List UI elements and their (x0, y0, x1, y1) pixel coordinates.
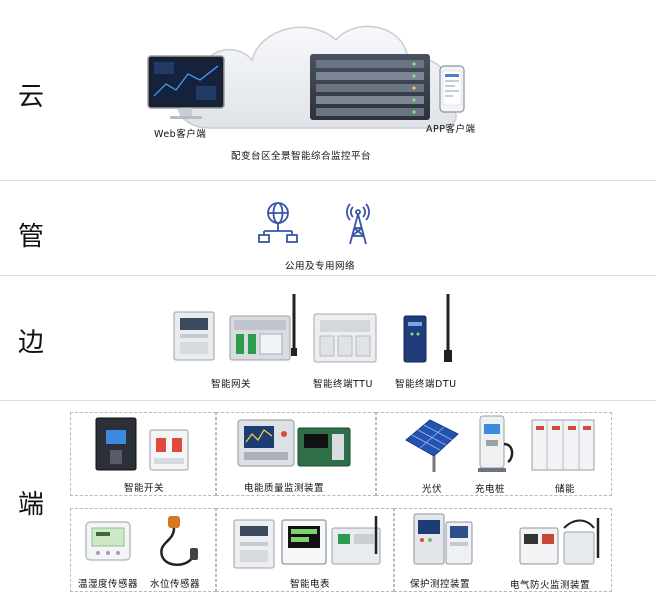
box-protection (394, 508, 612, 592)
temp-humidity-sensor-icon (84, 516, 134, 566)
tier-label-pipe: 管 (18, 222, 45, 252)
platform-label: 配变台区全景智能综合监控平台 (231, 151, 372, 162)
tier-label-cloud: 云 (18, 82, 45, 112)
app-client-label: APP客户端 (426, 124, 476, 135)
water-level-sensor-icon (148, 512, 208, 572)
box-sensors (70, 508, 216, 592)
smart-meter-icon (230, 514, 386, 572)
switch-device-icon (94, 416, 194, 472)
box-power-quality (216, 412, 376, 496)
pv-panel-icon (400, 414, 462, 474)
cloud-illustration (140, 10, 490, 140)
fire-monitor-device-icon (514, 514, 604, 568)
water-level-label: 水位传感器 (150, 579, 201, 590)
server-rack-icon (310, 54, 430, 120)
tier-label-end: 端 (18, 490, 45, 520)
separator-cloud-pipe (0, 180, 656, 181)
antenna-tower-icon (338, 198, 378, 246)
charger-device-icon (474, 414, 520, 474)
power-quality-label: 电能质量监测装置 (244, 483, 325, 494)
box-new-energy (376, 412, 612, 496)
pv-label: 光伏 (422, 484, 443, 495)
ttu-device-icon (312, 312, 378, 364)
separator-pipe-edge (0, 275, 656, 276)
network-label: 公用及专用网络 (285, 261, 356, 272)
box-meter (216, 508, 394, 592)
monitor-icon (147, 55, 225, 119)
phone-icon (439, 65, 465, 113)
dtu-device-icon (396, 290, 466, 366)
gateway-box-icon (229, 294, 297, 361)
meter-device-icon (173, 311, 215, 361)
separator-edge-end (0, 400, 656, 401)
switch-label: 智能开关 (124, 483, 165, 494)
temp-humidity-label: 温湿度传感器 (78, 579, 139, 590)
power-quality-device-icon (234, 418, 356, 470)
protection-device-icon (410, 512, 474, 568)
gateway-label: 智能网关 (211, 379, 252, 390)
meter-label: 智能电表 (290, 579, 331, 590)
charger-label: 充电桩 (475, 484, 506, 495)
box-switch (70, 412, 216, 496)
web-client-label: Web客户端 (154, 129, 207, 140)
storage-label: 储能 (555, 484, 576, 495)
gateway-device-illustration (170, 292, 306, 364)
network-icon (256, 200, 300, 246)
ttu-label: 智能终端TTU (313, 379, 373, 390)
tier-label-edge: 边 (18, 328, 45, 358)
dtu-label: 智能终端DTU (395, 379, 457, 390)
protection-label: 保护测控装置 (410, 579, 471, 590)
storage-cabinet-icon (530, 416, 596, 472)
fire-label: 电气防火监测装置 (510, 580, 591, 591)
